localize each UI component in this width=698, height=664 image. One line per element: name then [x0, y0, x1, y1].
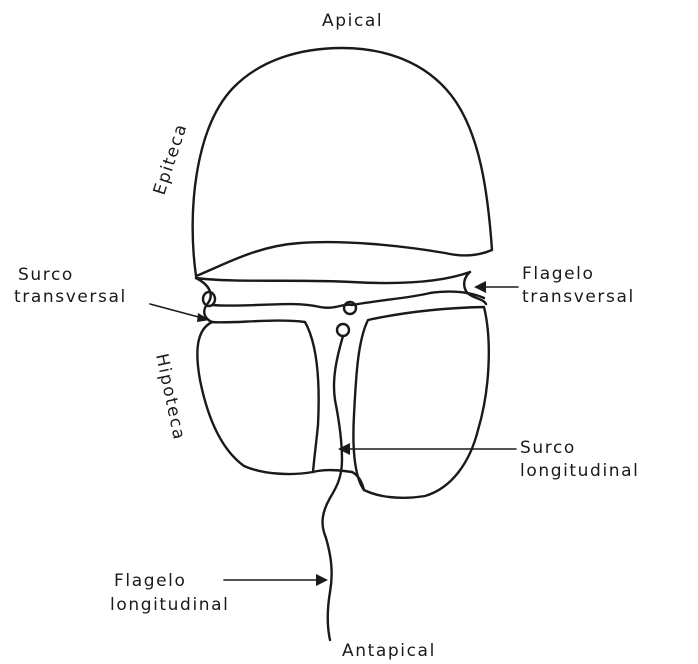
- label-flagelo-transversal-2: transversal: [522, 287, 635, 307]
- cingulum-lower-line-left: [212, 304, 352, 308]
- longitudinal-flagellum: [323, 336, 343, 640]
- hypotheca-left-lobe: [197, 321, 318, 474]
- label-apical: Apical: [322, 11, 383, 31]
- label-surco-longitudinal-2: longitudinal: [520, 461, 639, 481]
- hypotheca-right-lobe: [353, 307, 488, 498]
- label-flagelo-longitudinal-2: longitudinal: [110, 595, 229, 615]
- label-surco-transversal-1: Surco: [18, 265, 74, 285]
- label-antapical: Antapical: [342, 641, 436, 661]
- arrowhead-flagelo-longitudinal: [316, 574, 328, 586]
- arrowhead-surco-longitudinal: [338, 443, 350, 455]
- label-flagelo-transversal-1: Flagelo: [522, 264, 595, 284]
- label-flagelo-longitudinal-1: Flagelo: [114, 571, 187, 591]
- label-epiteca: Epiteca: [150, 121, 192, 198]
- arrowhead-flagelo-transversal: [474, 281, 486, 293]
- label-surco-longitudinal-1: Surco: [520, 438, 576, 458]
- flagellar-pore-lower: [337, 324, 349, 336]
- cingulum-upper-line: [196, 272, 470, 283]
- label-surco-transversal-2: transversal: [14, 287, 127, 307]
- cingulum-lower-line-right: [352, 292, 484, 305]
- epitheca-outline: [193, 48, 492, 276]
- label-hipoteca: Hipoteca: [151, 352, 189, 443]
